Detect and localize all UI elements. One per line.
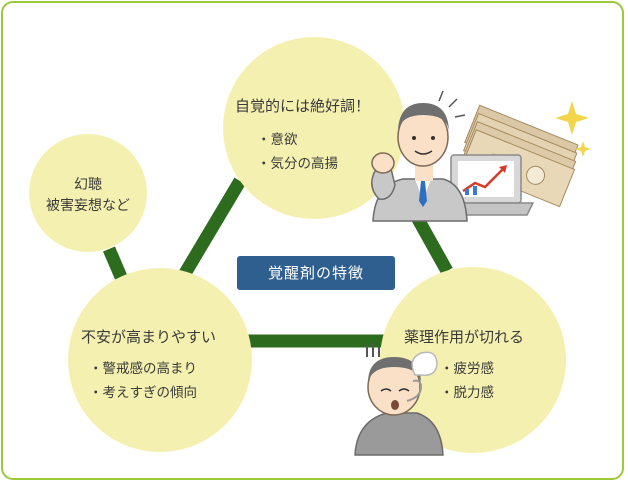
node-hallucination-line: 被害妄想など	[46, 198, 130, 214]
connector-top-left	[178, 177, 246, 279]
diagram-title: 覚醒剤の特徴	[237, 256, 395, 290]
node-top-bullet: 意欲	[257, 128, 370, 152]
node-right: 薬理作用が切れる 疲労感 脱力感	[404, 327, 524, 405]
node-hallucination: 幻聴 被害妄想など	[28, 175, 148, 217]
node-right-bullets: 疲労感 脱力感	[440, 357, 524, 405]
node-hallucination-line: 幻聴	[74, 177, 102, 193]
node-left-bullet: 警戒感の高まり	[89, 357, 216, 381]
node-top-bullets: 意欲 気分の高揚	[257, 128, 370, 176]
node-left-bullets: 警戒感の高まり 考えすぎの傾向	[89, 357, 216, 405]
circle-hallucination	[29, 134, 147, 252]
node-top-heading: 自覚的には絶好調！	[235, 97, 371, 115]
node-top-bullet: 気分の高揚	[257, 152, 370, 176]
diagram-art	[29, 37, 591, 456]
node-top: 自覚的には絶好調！ 意欲 気分の高揚	[235, 96, 370, 176]
node-right-bullet: 疲労感	[440, 357, 524, 381]
node-right-heading: 薬理作用が切れる	[404, 328, 525, 346]
sparkle-icon	[555, 101, 591, 157]
node-left-heading: 不安が高まりやすい	[81, 328, 217, 346]
tired-man-icon	[354, 343, 444, 456]
connector-hallucination	[103, 246, 127, 280]
node-right-bullet: 脱力感	[440, 381, 524, 405]
node-left: 不安が高まりやすい 警戒感の高まり 考えすぎの傾向	[81, 327, 216, 405]
node-left-bullet: 考えすぎの傾向	[89, 381, 216, 405]
businessman-icon	[371, 90, 468, 222]
